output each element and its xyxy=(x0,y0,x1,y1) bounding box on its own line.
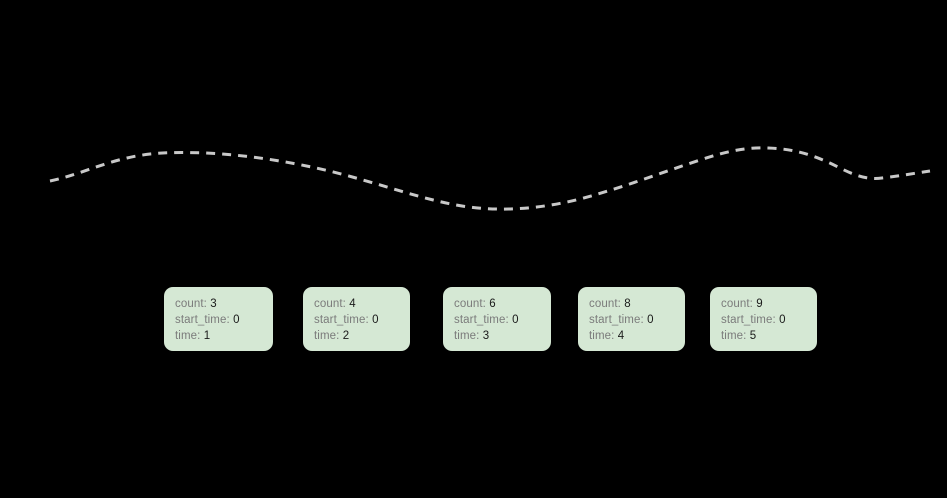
node-field-label: time: xyxy=(314,330,340,342)
node-field-label: start_time: xyxy=(721,314,776,326)
node-field-label: start_time: xyxy=(454,314,509,326)
node-field: time: 1 xyxy=(175,328,262,344)
node-field-label: count: xyxy=(589,298,621,310)
node-field-label: count: xyxy=(314,298,346,310)
node-field-value: 1 xyxy=(203,330,211,342)
node-field-label: count: xyxy=(175,298,207,310)
node-field-value: 5 xyxy=(749,330,757,342)
node-field-value: 2 xyxy=(342,330,350,342)
node-field: count: 8 xyxy=(589,296,674,312)
node-field: start_time: 0 xyxy=(454,312,540,328)
node-field-label: time: xyxy=(175,330,201,342)
node-field: start_time: 0 xyxy=(721,312,806,328)
node-field: time: 2 xyxy=(314,328,399,344)
node-field: count: 3 xyxy=(175,296,262,312)
node-field: start_time: 0 xyxy=(175,312,262,328)
node-field-label: time: xyxy=(454,330,480,342)
node-field-label: time: xyxy=(721,330,747,342)
node-field-value: 9 xyxy=(756,298,763,310)
node-field-label: start_time: xyxy=(589,314,644,326)
node-field-value: 6 xyxy=(489,298,496,310)
node-field-value: 4 xyxy=(349,298,356,310)
node-field: time: 5 xyxy=(721,328,806,344)
node-field-value: 8 xyxy=(624,298,631,310)
node-field: count: 9 xyxy=(721,296,806,312)
node-field-value: 0 xyxy=(233,314,240,326)
node-field-value: 0 xyxy=(779,314,786,326)
node-field: count: 4 xyxy=(314,296,399,312)
node-field-value: 0 xyxy=(647,314,654,326)
node-field: time: 4 xyxy=(589,328,674,344)
node-field: time: 3 xyxy=(454,328,540,344)
node-field-label: count: xyxy=(454,298,486,310)
node-field: start_time: 0 xyxy=(314,312,399,328)
node-field-value: 3 xyxy=(482,330,490,342)
node-field-value: 0 xyxy=(372,314,379,326)
node-field-value: 0 xyxy=(512,314,519,326)
node-field: start_time: 0 xyxy=(589,312,674,328)
node-field-label: start_time: xyxy=(314,314,369,326)
node-field-label: start_time: xyxy=(175,314,230,326)
node-field-value: 3 xyxy=(210,298,217,310)
node-field-label: time: xyxy=(589,330,615,342)
node-field-value: 4 xyxy=(617,330,625,342)
dashed-curve-path xyxy=(49,146,931,211)
node-field-label: count: xyxy=(721,298,753,310)
node-field: count: 6 xyxy=(454,296,540,312)
